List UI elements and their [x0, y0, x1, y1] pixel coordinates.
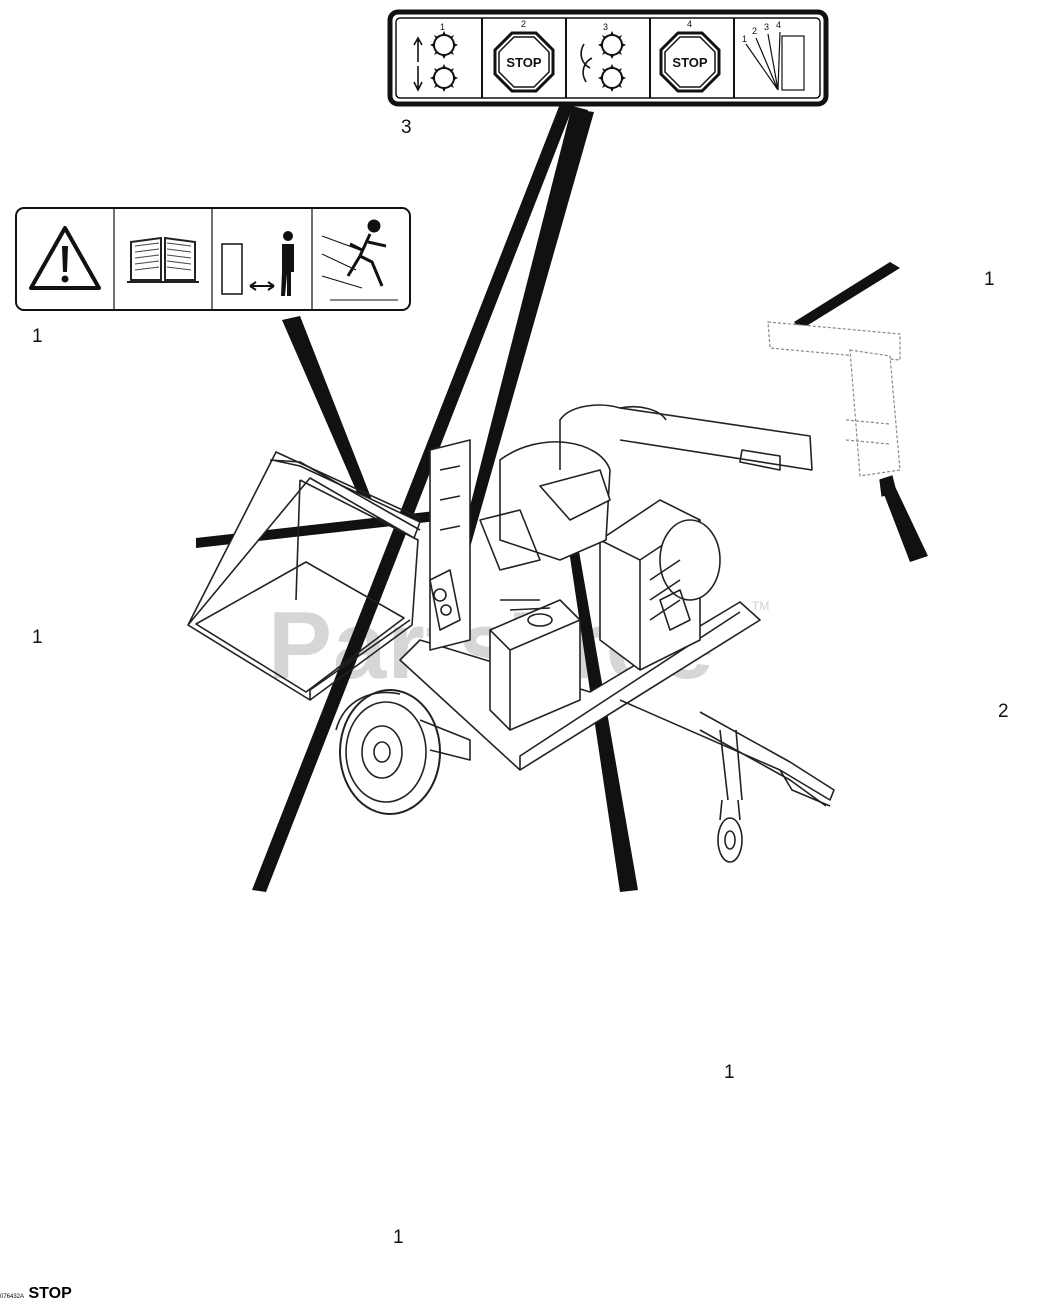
callout-number: 2: [998, 701, 1009, 722]
keep-distance-icon: [221, 231, 294, 296]
decal-bottom-center: STOP: [28, 1285, 71, 1302]
rotor-rotation-icon: 3: [580, 22, 627, 93]
lever-positions-icon: 1 2 3 4: [742, 20, 805, 91]
decal-left-upper: [15, 207, 411, 311]
callout-number: 1: [32, 326, 43, 347]
callout-number: 1: [724, 1062, 735, 1083]
wood-chipper-illustration: [187, 404, 835, 863]
leader-top-b: [252, 104, 574, 892]
hand-decal-part-code: 076432A: [0, 1294, 25, 1300]
step-4-label: 4: [687, 19, 692, 29]
stop-label: STOP: [506, 55, 541, 70]
watermark-trademark: TM: [752, 599, 769, 613]
rotor-rotation-icon: 1: [413, 22, 459, 93]
stop-sign-icon: STOP 4: [659, 19, 721, 93]
step-1-label: 1: [440, 22, 445, 32]
svg-text:1: 1: [742, 34, 747, 44]
stop-label: STOP: [28, 1285, 72, 1302]
operator-manual-icon: STOP: [28, 1285, 71, 1302]
leader-hand: [880, 480, 928, 562]
callout-number: 1: [984, 269, 995, 290]
step-2-label: 2: [521, 19, 526, 29]
callout-number: 3: [401, 117, 412, 138]
svg-text:4: 4: [776, 20, 781, 30]
leader-left-upper: [282, 316, 372, 504]
step-3-label: 3: [603, 22, 608, 32]
discharge-chute-illustration: [767, 321, 901, 497]
warning-triangle-icon: STOP: [28, 1285, 71, 1302]
svg-text:3: 3: [764, 22, 769, 32]
callout-number: 1: [32, 627, 43, 648]
decal-hand-warning: 076432A: [0, 1285, 28, 1302]
rotor-rotation-icon: STOP: [28, 1285, 71, 1302]
svg-text:2: 2: [752, 26, 757, 36]
stop-label: STOP: [672, 55, 707, 70]
decal-top-strip: 1 STOP 2 3 STOP 4 1 2 3 4: [387, 9, 829, 107]
stop-sign-icon: STOP 2: [493, 19, 555, 93]
leader-right-upper: [794, 262, 900, 330]
thrown-object-icon: [321, 219, 398, 301]
callout-number: 1: [393, 1227, 404, 1248]
